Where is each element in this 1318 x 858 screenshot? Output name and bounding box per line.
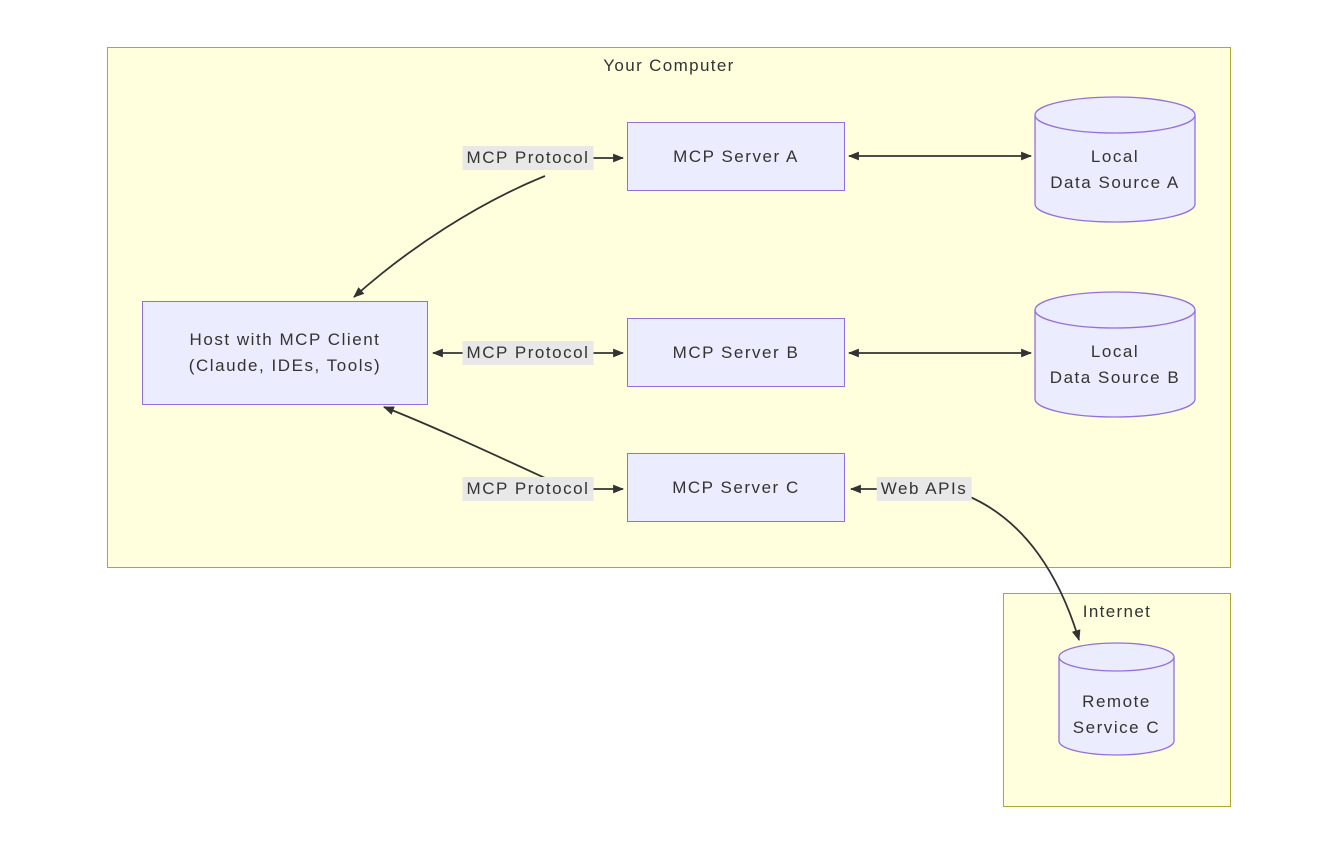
node-mcp-server-b-label: MCP Server B bbox=[672, 342, 800, 362]
edge-label-web-apis: Web APIs bbox=[876, 477, 972, 501]
node-mcp-server-c-label: MCP Server C bbox=[672, 477, 800, 497]
edge-host-protocol-c bbox=[382, 406, 546, 479]
edge-webapis-remote-c bbox=[967, 495, 1081, 642]
node-mcp-server-b: MCP Server B bbox=[627, 318, 845, 387]
edge-label-mcp-protocol-a: MCP Protocol bbox=[462, 146, 594, 170]
edge-label-mcp-protocol-b: MCP Protocol bbox=[462, 341, 594, 365]
cluster-internet: Internet bbox=[1003, 593, 1231, 807]
cylinder-remote-service-c bbox=[1058, 642, 1175, 756]
node-mcp-server-c: MCP Server C bbox=[627, 453, 845, 522]
edge-host-protocol-a bbox=[353, 175, 546, 298]
node-host-with-mcp-client: Host with MCP Client (Claude, IDEs, Tool… bbox=[142, 301, 428, 405]
edge-label-mcp-protocol-c: MCP Protocol bbox=[462, 477, 594, 501]
node-host-line1: Host with MCP Client bbox=[189, 330, 381, 349]
node-host-line2: (Claude, IDEs, Tools) bbox=[188, 356, 382, 375]
cylinder-local-data-source-b bbox=[1034, 291, 1196, 418]
cylinder-local-data-source-a bbox=[1034, 96, 1196, 223]
node-mcp-server-a-label: MCP Server A bbox=[673, 146, 799, 166]
node-mcp-server-a: MCP Server A bbox=[627, 122, 845, 191]
cluster-your-computer-label: Your Computer bbox=[603, 56, 735, 75]
cluster-internet-label: Internet bbox=[1082, 602, 1152, 621]
